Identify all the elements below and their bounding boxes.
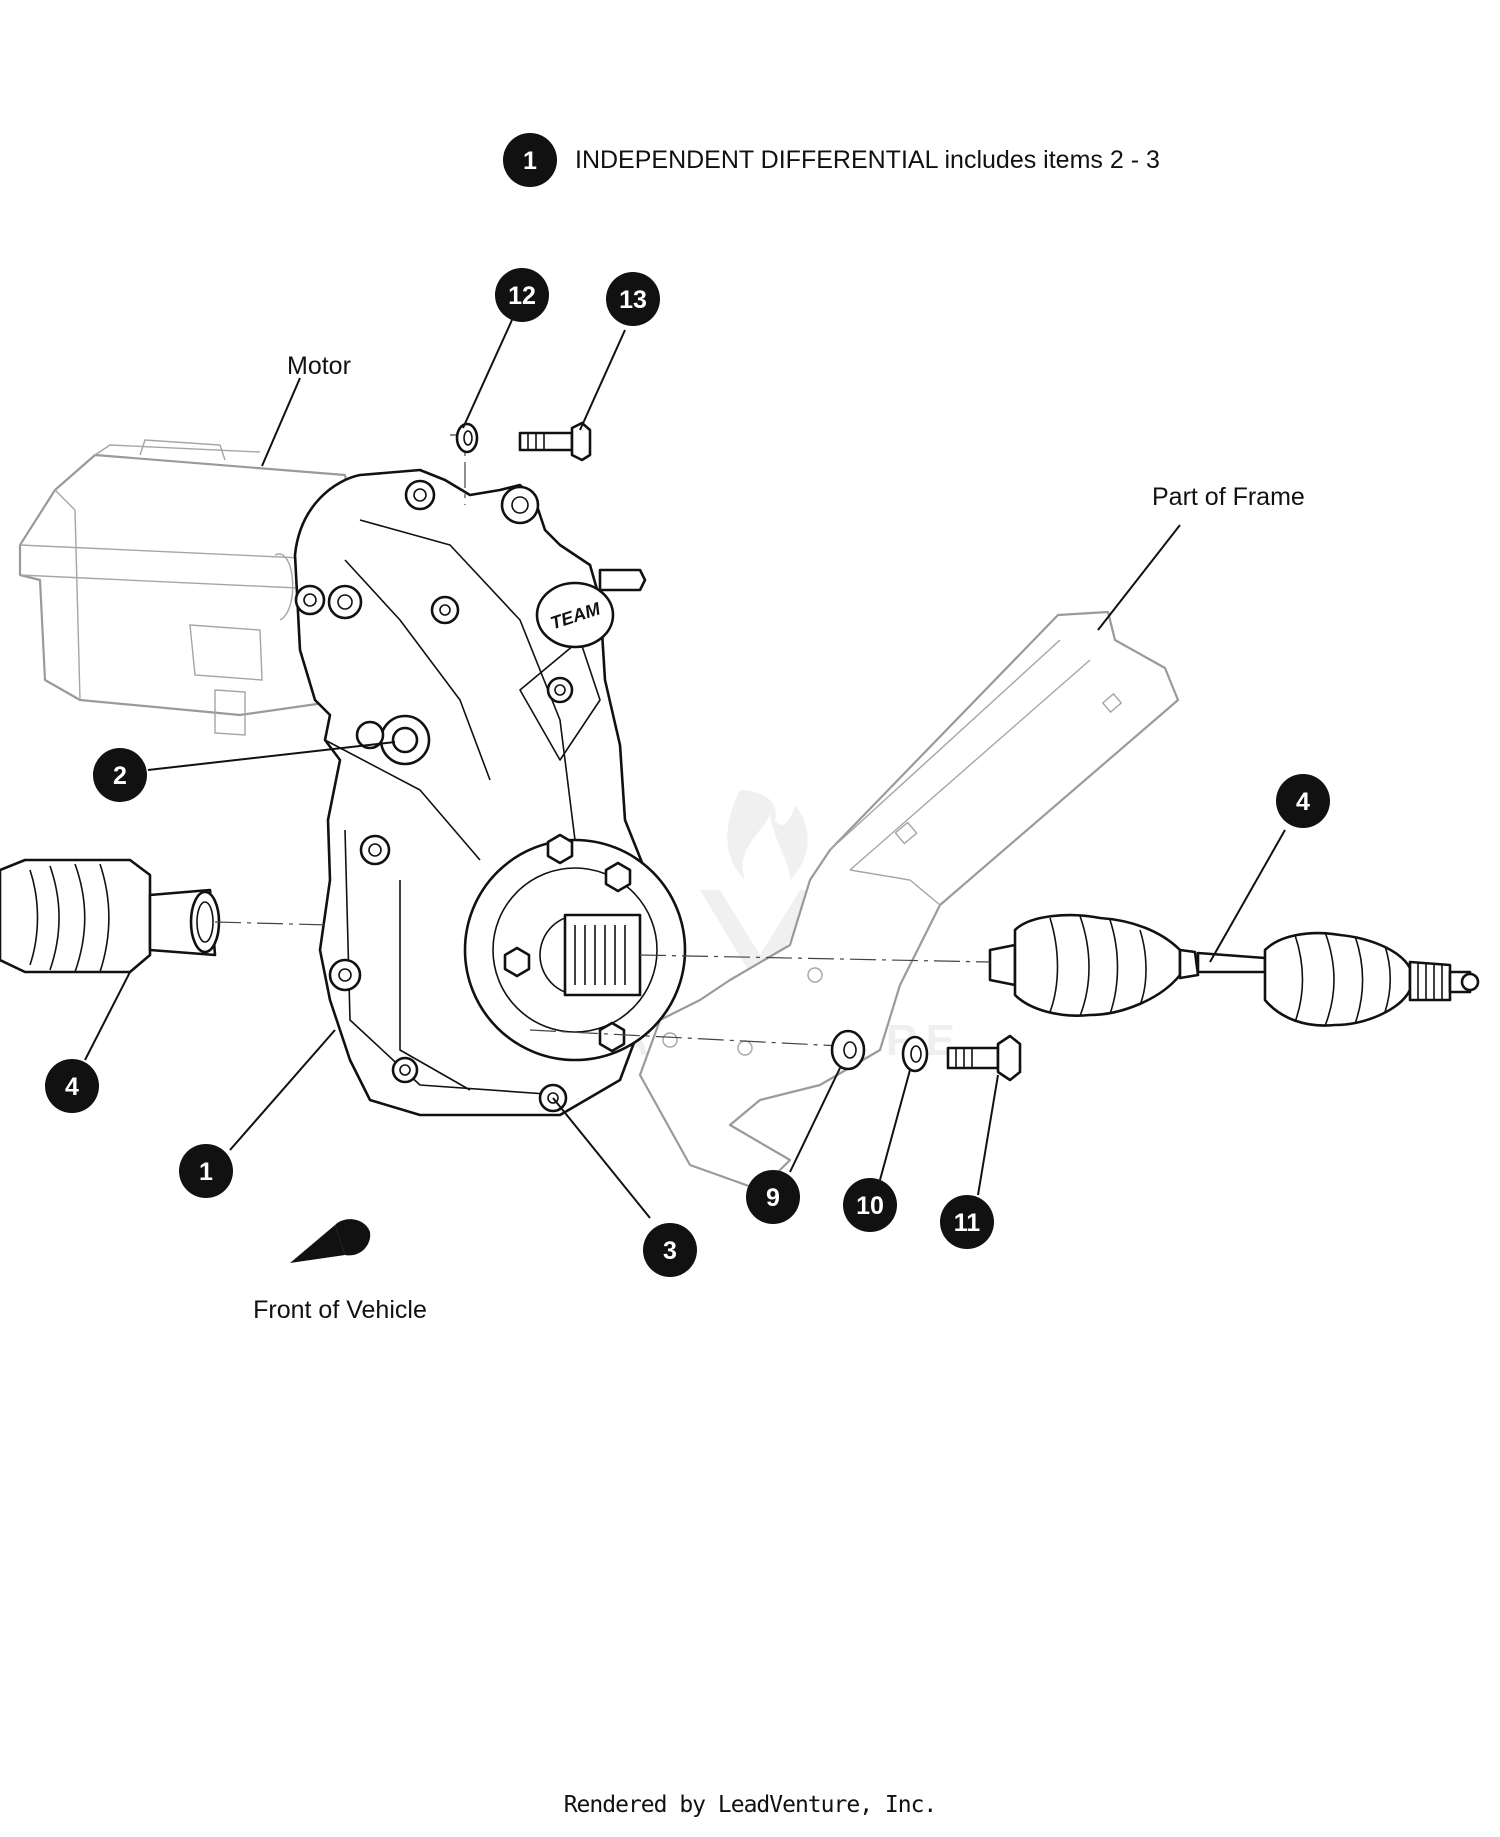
frame-label: Part of Frame <box>1152 483 1305 511</box>
callout-12[interactable]: 12 <box>495 268 549 322</box>
callout-11-number: 11 <box>954 1209 981 1237</box>
front-arrow-icon <box>290 1219 371 1263</box>
callout-10-number: 10 <box>856 1192 884 1220</box>
leader-10 <box>879 1069 911 1181</box>
callout-3[interactable]: 3 <box>643 1223 697 1277</box>
callout-3-number: 3 <box>663 1237 677 1265</box>
motor-label: Motor <box>287 352 351 380</box>
leader-2 <box>147 741 396 771</box>
callout-4-right[interactable]: 4 <box>1276 774 1330 828</box>
bolt-13 <box>518 421 592 462</box>
callout-11[interactable]: 11 <box>940 1195 994 1249</box>
footer-credit: Rendered by LeadVenture, Inc. <box>563 1792 938 1818</box>
bolt-centerline <box>529 1029 841 1047</box>
header-callout: 1 <box>503 133 557 187</box>
lockwasher-10 <box>901 1035 929 1073</box>
leader-12 <box>462 319 513 429</box>
leader-3 <box>552 1097 651 1219</box>
leader-1 <box>229 1029 336 1151</box>
bolt-11 <box>946 1034 1022 1082</box>
callout-4-left[interactable]: 4 <box>45 1059 99 1113</box>
leader-4-right <box>1209 829 1286 963</box>
frame-leader <box>1097 524 1181 631</box>
frame-part <box>511 610 1180 1192</box>
callout-13[interactable]: 13 <box>606 272 660 326</box>
left-axle-shaft <box>0 858 221 974</box>
callout-13-number: 13 <box>619 286 647 314</box>
front-label: Front of Vehicle <box>253 1296 427 1324</box>
callout-2[interactable]: 2 <box>93 748 147 802</box>
axle-centerline-left <box>214 921 331 926</box>
callout-1-number: 1 <box>199 1158 213 1186</box>
differential-housing: TEAM <box>293 468 687 1117</box>
callout-9-number: 9 <box>766 1184 780 1212</box>
right-axle-shaft <box>988 913 1480 1027</box>
leader-9 <box>789 1067 841 1173</box>
callout-1[interactable]: 1 <box>179 1144 233 1198</box>
axle-centerline-right <box>639 954 991 963</box>
callout-4-right-number: 4 <box>1296 788 1310 816</box>
leader-4-left <box>84 971 131 1061</box>
header-description: INDEPENDENT DIFFERENTIAL includes items … <box>575 146 1160 174</box>
callout-2-number: 2 <box>113 762 127 790</box>
washer-9 <box>830 1029 866 1071</box>
callout-9[interactable]: 9 <box>746 1170 800 1224</box>
motor-part <box>18 439 362 736</box>
washer-12 <box>455 422 479 454</box>
leader-13 <box>579 329 626 431</box>
callout-10[interactable]: 10 <box>843 1178 897 1232</box>
motor-leader <box>261 377 301 467</box>
leader-11 <box>977 1074 999 1196</box>
callout-12-number: 12 <box>508 282 536 310</box>
callout-4-left-number: 4 <box>65 1073 79 1101</box>
header-callout-number: 1 <box>523 147 537 175</box>
